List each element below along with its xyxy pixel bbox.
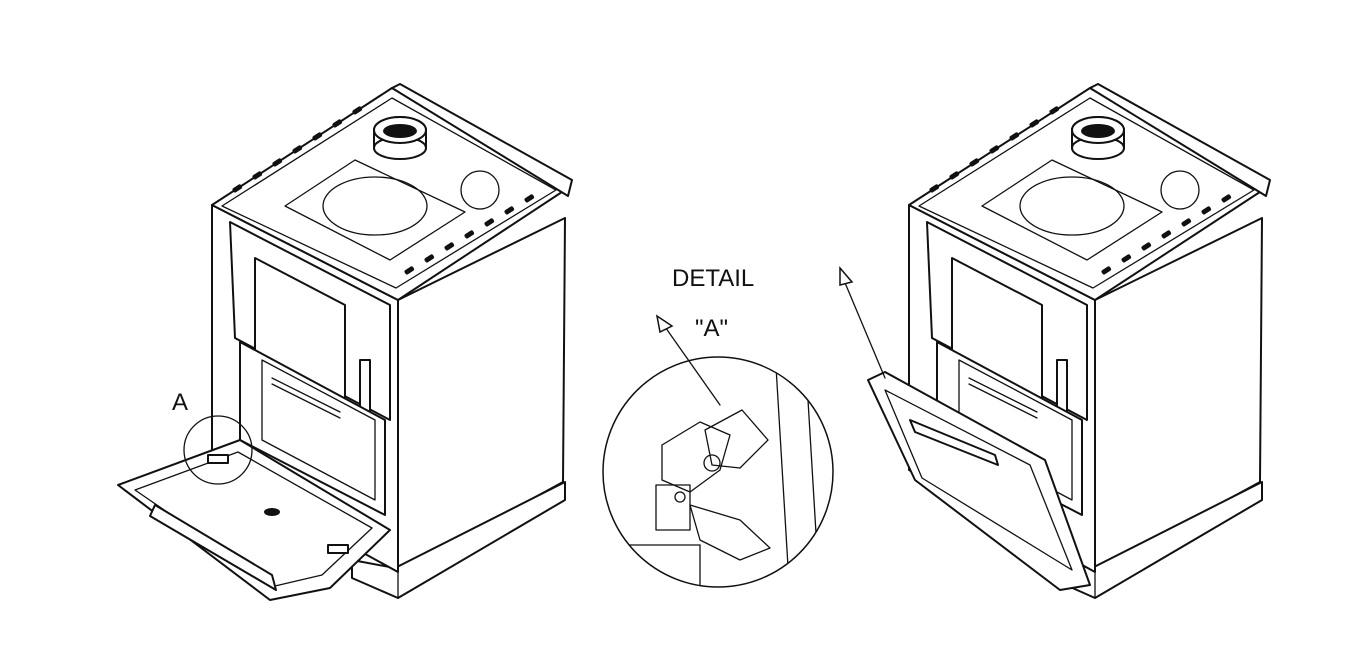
callout-label-a: A (172, 389, 188, 416)
stove-door-tilted (839, 83, 1271, 599)
detail-reference: "A" (695, 315, 728, 342)
stove-door-open-fully (117, 83, 573, 601)
detail-title: DETAIL (672, 265, 754, 292)
detail-a-view (602, 314, 834, 588)
